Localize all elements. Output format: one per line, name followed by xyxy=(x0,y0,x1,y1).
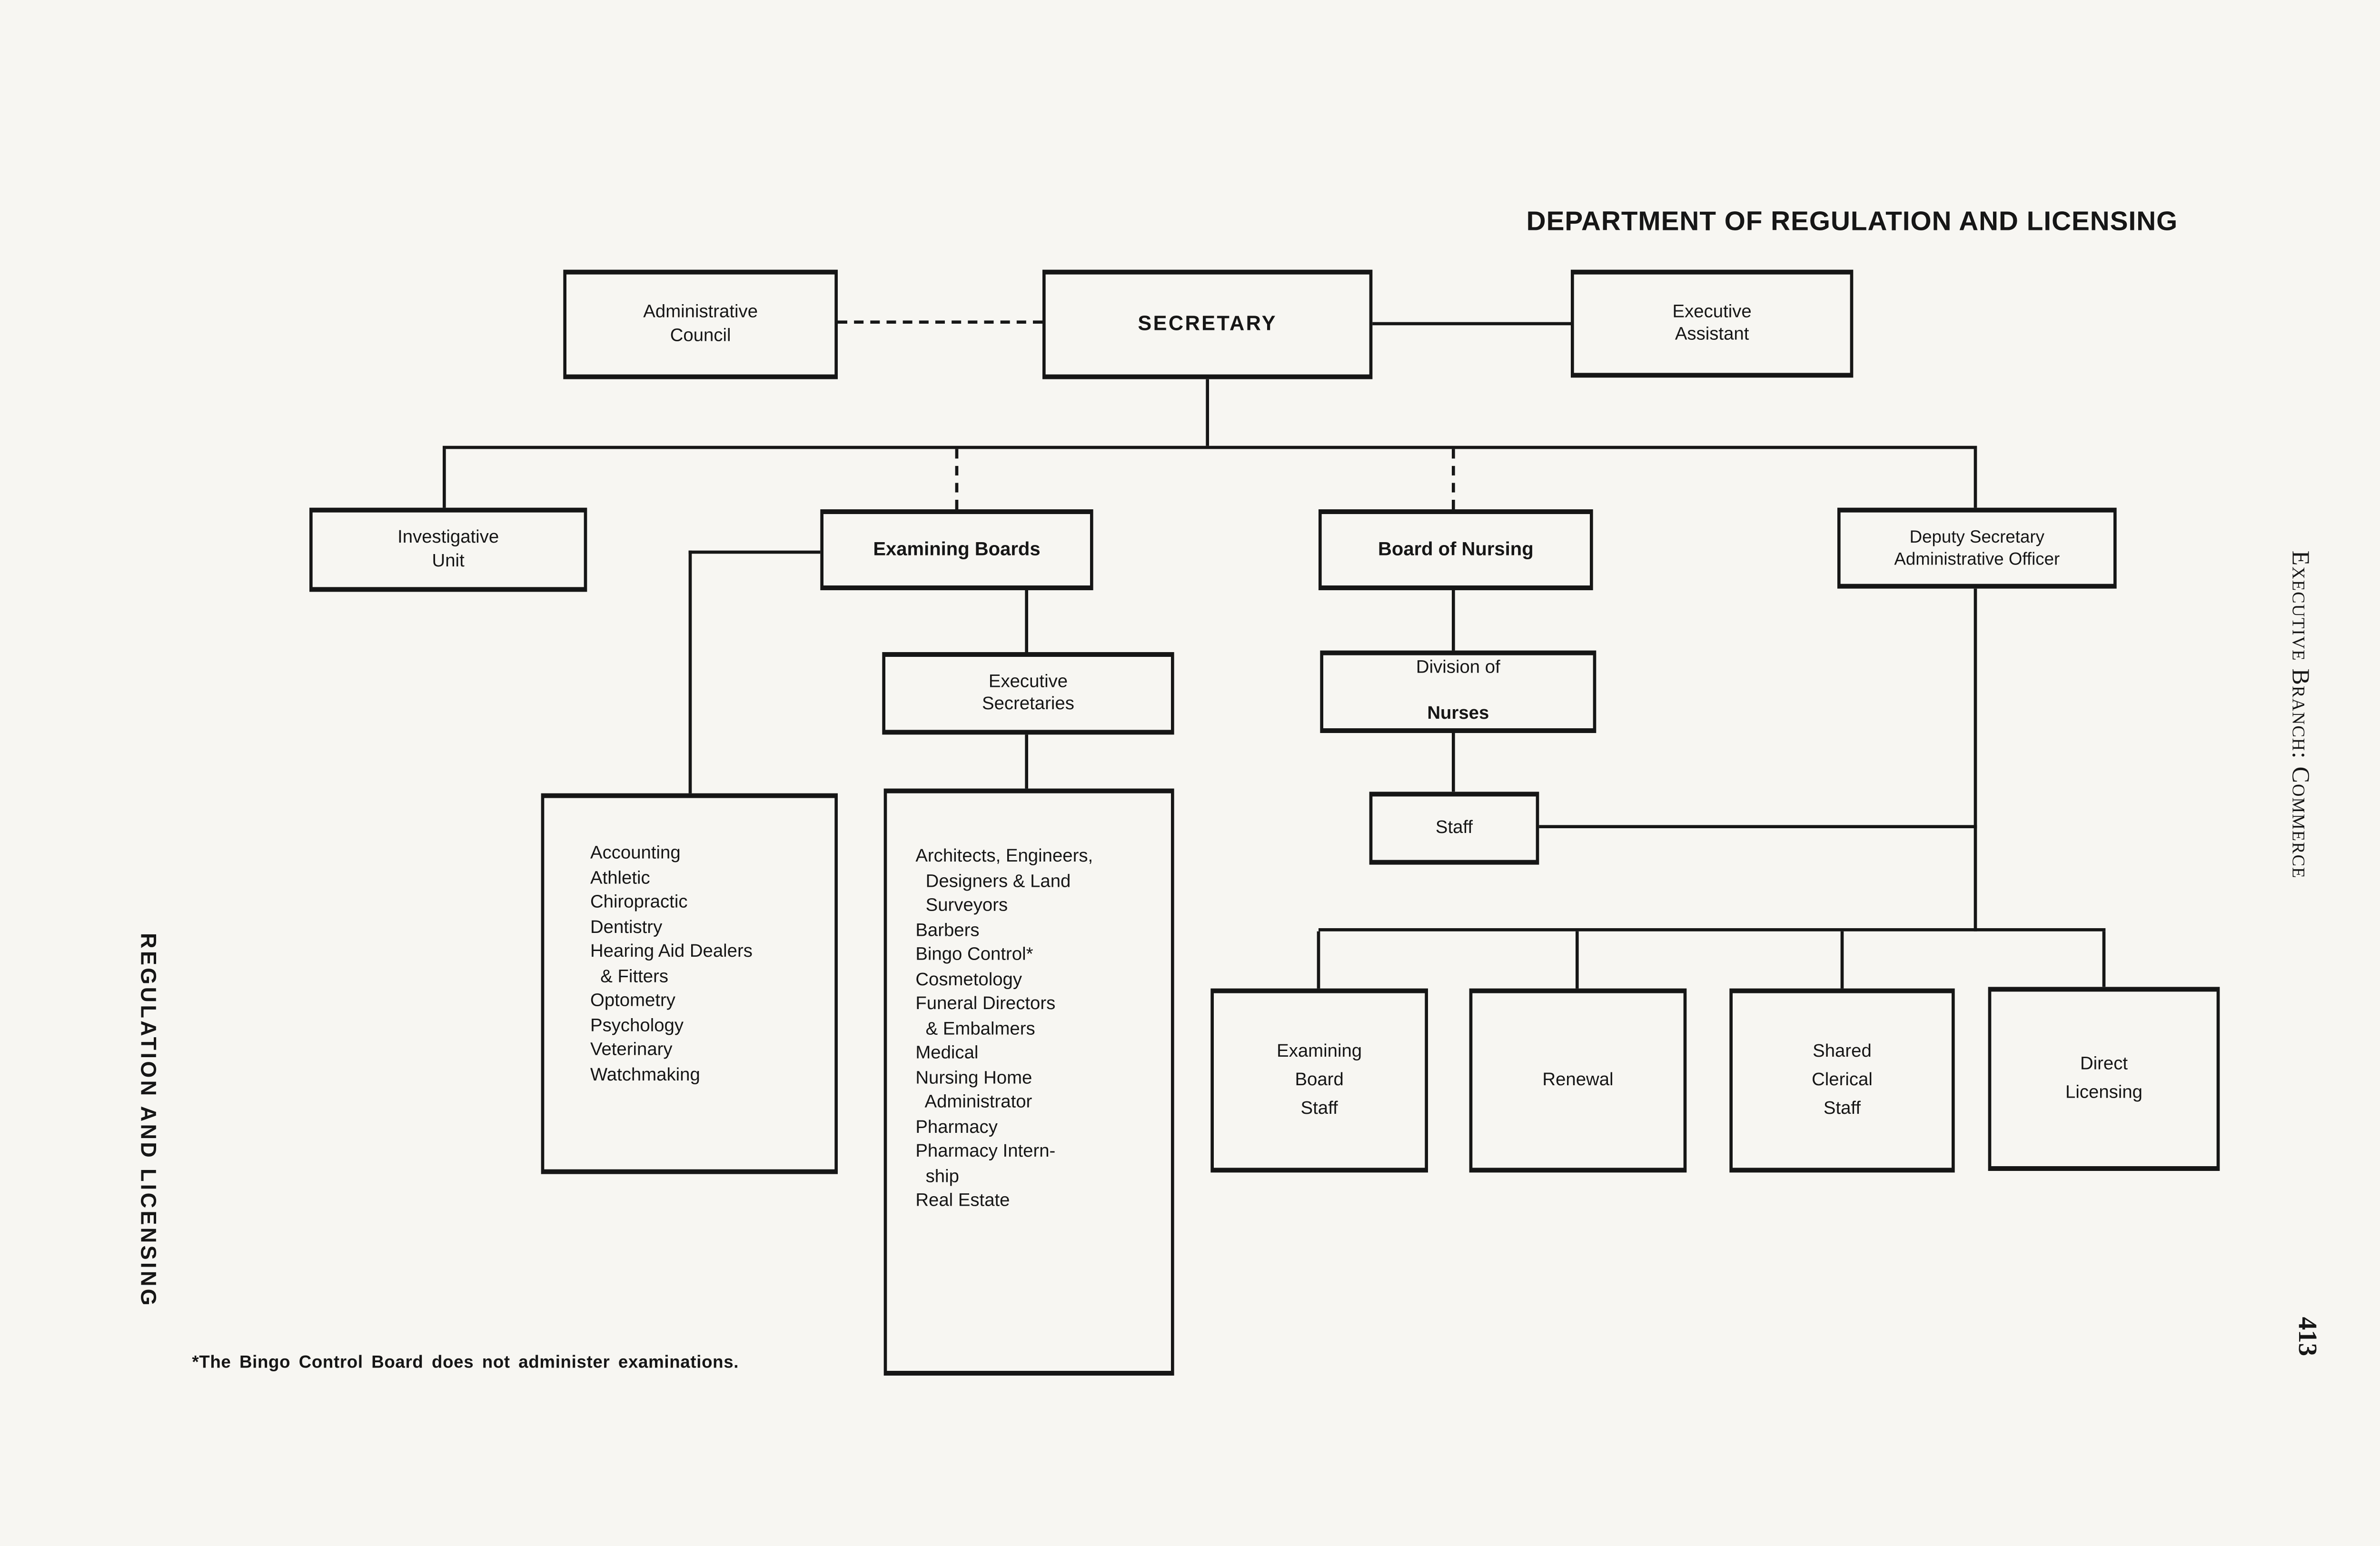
connector-drop-shared-clerical-staff xyxy=(1840,931,1844,989)
connector-down-examining-boards-list xyxy=(688,550,692,793)
connector-executive-secretaries-list xyxy=(1025,734,1028,789)
connector-examining-boards-list-stub xyxy=(688,550,821,554)
box-executive-assistant: Executive Assistant xyxy=(1570,269,1854,378)
box-secretary: SECRETARY xyxy=(1042,269,1373,379)
connector-bottom-horizontal xyxy=(1318,928,2106,932)
connector-deputy-down xyxy=(1973,588,1977,932)
connector-drop-deputy-secretary xyxy=(1973,449,1977,508)
footnote: *The Bingo Control Board does not admini… xyxy=(192,1353,739,1373)
connector-main-horizontal xyxy=(442,446,1977,449)
box-board-of-nursing: Board of Nursing xyxy=(1318,509,1593,590)
connector-staff-deputy xyxy=(1539,825,1977,828)
box-executive-secretaries-list: Architects, Engineers, Designers & Land … xyxy=(883,788,1174,1376)
box-investigative-unit: Investigative Unit xyxy=(309,507,587,592)
box-examining-boards: Examining Boards xyxy=(820,509,1093,590)
right-margin-caption: Executive Branch: Commerce xyxy=(2286,550,2313,879)
box-administrative-council: Administrative Council xyxy=(563,269,838,379)
box-examining-boards-list: Accounting Athletic Chiropractic Dentist… xyxy=(541,793,838,1174)
box-division-of-nurses: Division of Nurses xyxy=(1320,650,1597,733)
box-renewal: Renewal xyxy=(1469,988,1687,1173)
box-staff: Staff xyxy=(1369,792,1539,865)
division-of-nurses-line1: Division of xyxy=(1416,659,1500,678)
connector-drop-board-of-nursing-dashed xyxy=(1451,449,1455,509)
page-number: 413 xyxy=(2292,1317,2323,1357)
connector-drop-investigative-unit xyxy=(442,449,446,508)
box-direct-licensing: Direct Licensing xyxy=(1988,987,2220,1171)
connector-board-of-nursing-division xyxy=(1451,590,1455,651)
division-of-nurses-label: Division of Nurses xyxy=(1416,634,1500,749)
connector-drop-examining-board-staff xyxy=(1317,931,1320,989)
box-examining-board-staff: Examining Board Staff xyxy=(1210,988,1428,1173)
division-of-nurses-line2: Nurses xyxy=(1427,704,1489,724)
box-deputy-secretary-administrative-officer: Deputy Secretary Administrative Officer xyxy=(1837,507,2117,589)
connector-secretary-executive-assistant xyxy=(1372,322,1571,326)
connector-secretary-down xyxy=(1206,379,1209,446)
connector-admin-council-secretary-dashed xyxy=(837,320,1042,324)
connector-examining-boards-executive-secretaries xyxy=(1025,590,1028,652)
left-margin-caption: REGULATION AND LICENSING xyxy=(136,932,160,1308)
connector-drop-examining-boards-dashed xyxy=(955,449,959,509)
box-executive-secretaries: Executive Secretaries xyxy=(882,652,1174,735)
connector-drop-direct-licensing xyxy=(2102,931,2106,987)
connector-division-staff xyxy=(1451,733,1455,792)
box-shared-clerical-staff: Shared Clerical Staff xyxy=(1729,988,1955,1173)
page-title: DEPARTMENT OF REGULATION AND LICENSING xyxy=(1526,206,2178,237)
connector-drop-renewal xyxy=(1575,931,1579,989)
